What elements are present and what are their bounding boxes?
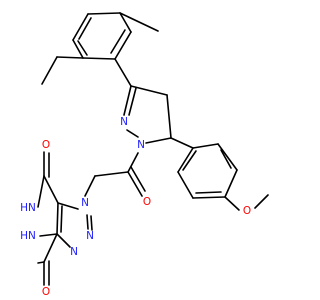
- pyrazoline-ring: [123, 85, 172, 144]
- methyl-groups: [41, 12, 159, 85]
- atom-o-carbonyl-top: O: [42, 139, 50, 151]
- molecule-svg: N N O O N N N O O HN HN: [20, 12, 269, 298]
- atom-o-carbonyl-bottom: O: [42, 286, 50, 298]
- atom-n-triazole-3: N: [70, 246, 78, 258]
- atom-o-methoxy: O: [243, 205, 251, 217]
- atom-label-layer: N N O O N N N O O HN HN: [20, 116, 251, 298]
- bond-layer: [37, 12, 269, 286]
- atom-n-triazole-2: N: [86, 230, 94, 242]
- methoxyphenyl-ring: [170, 137, 269, 211]
- atom-nh-lower: HN: [20, 230, 36, 242]
- atom-n-pyrazoline-imine: N: [120, 116, 128, 128]
- atom-o-amide: O: [143, 196, 151, 208]
- molecule-structure-diagram: N N O O N N N O O HN HN: [20, 12, 269, 298]
- atom-nh-upper: HN: [20, 202, 36, 214]
- triazolopyridazine-core: [37, 151, 93, 286]
- atom-n-triazole-1: N: [81, 197, 89, 209]
- amide-linker: [84, 152, 146, 197]
- dimethylphenyl-ring: [72, 12, 132, 87]
- atom-n-pyrazoline-amide: N: [137, 139, 145, 151]
